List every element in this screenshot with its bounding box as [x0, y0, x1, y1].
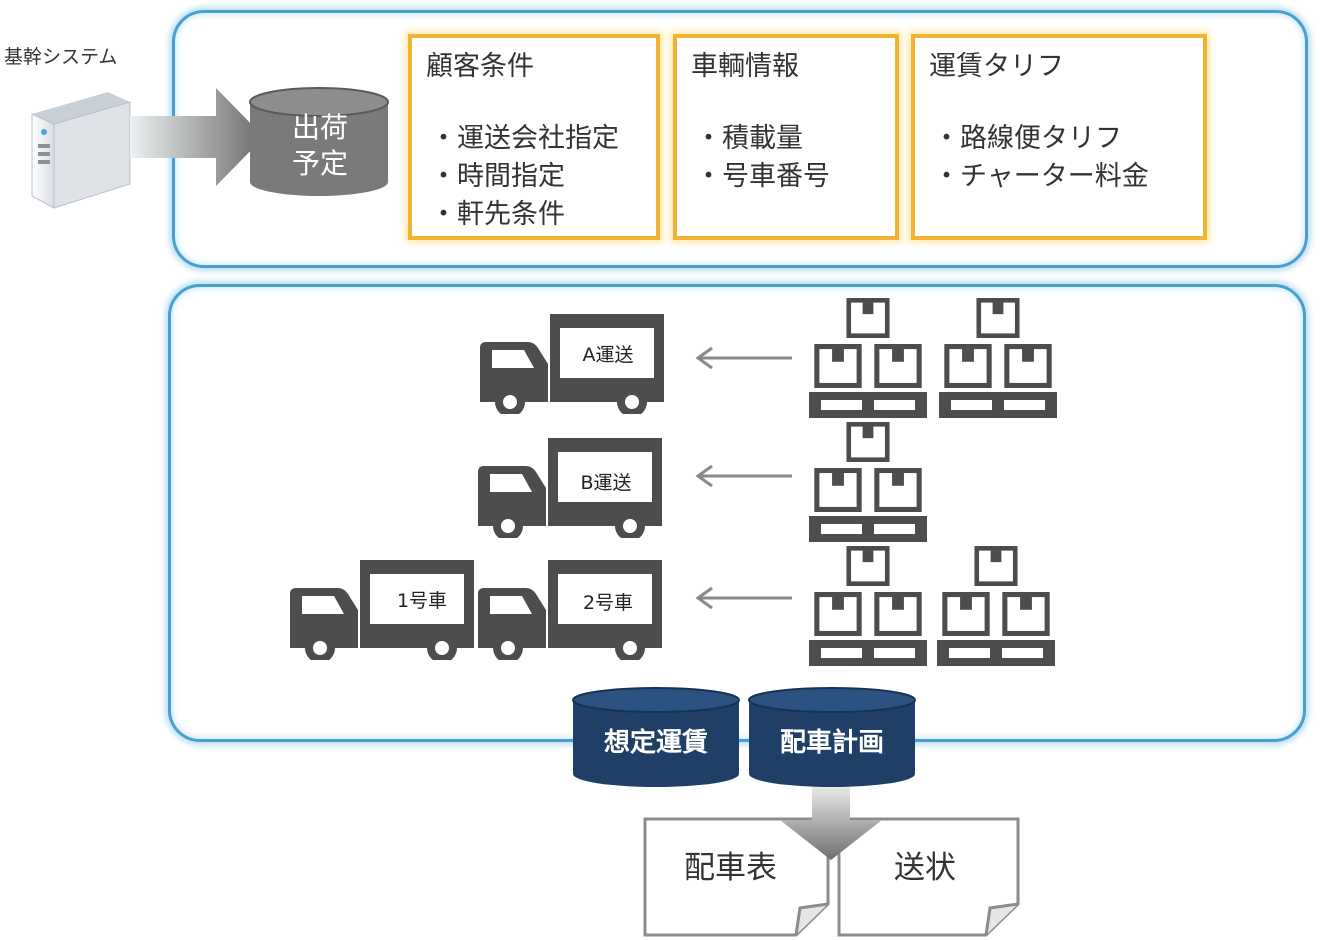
arrow-left-icon: [695, 346, 792, 370]
truck-b-label: B運送: [580, 472, 632, 494]
card-title: 車輌情報: [691, 51, 799, 82]
document-icon: [837, 817, 1020, 937]
invoice-label: 送状: [894, 850, 956, 886]
card-item: ・号車番号: [695, 161, 830, 192]
card-item: ・時間指定: [430, 161, 565, 192]
core-system-label: 基幹システム: [4, 46, 118, 68]
dispatch-sheet-label: 配車表: [684, 850, 777, 886]
card-item: ・チャーター料金: [933, 161, 1149, 192]
pallet-boxes-icon: [809, 298, 927, 418]
pallet-boxes-icon: [939, 298, 1057, 418]
card-item: ・路線便タリフ: [933, 123, 1122, 154]
dispatch-database-icon: [748, 687, 916, 787]
gradient-down-arrow-icon: [780, 780, 882, 860]
freight-tariff-card: 運賃タリフ ・路線便タリフ ・チャーター料金: [911, 34, 1207, 240]
card-item: ・積載量: [695, 123, 803, 154]
truck-a-label: A運送: [582, 344, 634, 366]
document-icon: [643, 817, 830, 937]
customer-conditions-card: 顧客条件 ・運送会社指定 ・時間指定 ・軒先条件: [408, 34, 660, 240]
gradient-arrow-icon: [130, 88, 264, 186]
card-item: ・運送会社指定: [430, 123, 619, 154]
truck-1-label: 1号車: [396, 590, 448, 612]
card-title: 顧客条件: [426, 51, 534, 82]
planning-panel: [168, 284, 1306, 742]
pallet-boxes-icon: [937, 546, 1055, 666]
card-item: ・軒先条件: [430, 199, 565, 230]
shipment-db-label: 出荷 予定: [291, 111, 348, 180]
dispatch-db-label: 配車計画: [779, 728, 884, 758]
truck-2-label: 2号車: [582, 592, 634, 614]
freight-database-icon: [572, 687, 740, 787]
card-title: 運賃タリフ: [929, 51, 1064, 82]
pallet-boxes-icon: [809, 422, 927, 542]
pallet-boxes-icon: [809, 546, 927, 666]
freight-db-label: 想定運賃: [603, 728, 708, 758]
vehicle-info-card: 車輌情報 ・積載量 ・号車番号: [673, 34, 899, 240]
arrow-left-icon: [695, 464, 792, 488]
arrow-left-icon: [695, 586, 792, 610]
server-icon: [31, 92, 131, 209]
shipment-database-icon: [249, 87, 389, 196]
